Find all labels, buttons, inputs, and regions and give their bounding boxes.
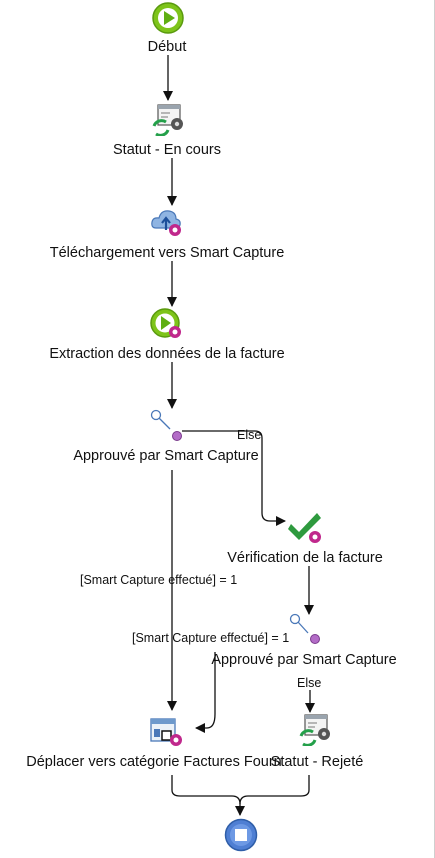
start-play-icon[interactable] [152,2,184,34]
play-process-icon[interactable] [150,308,184,340]
edge-deplacer-fin[interactable] [171,775,245,816]
status-gear-icon[interactable] [152,104,186,137]
node-label-statut-en-cours: Statut - En cours [113,142,221,158]
node-label-extraction: Extraction des données de la facture [49,346,285,362]
node-label-approuve-1: Approuvé par Smart Capture [73,448,259,464]
node-label-debut: Début [147,39,187,55]
move-category-icon[interactable] [150,714,184,748]
edge-label-else-2: Else [297,676,322,690]
node-label-approuve-2: Approuvé par Smart Capture [211,652,397,668]
status-gear-icon[interactable] [299,714,333,747]
checkmark-icon[interactable] [288,510,324,544]
edge-label-condition-2: [Smart Capture effectué] = 1 [132,631,290,645]
node-label-deplacer: Déplacer vers catégorie Factures Fourn [26,754,282,770]
node-label-statut-rejete: Statut - Rejeté [270,754,364,770]
edge-label-else-1: Else [237,428,262,442]
edge-approuve2-deplacer[interactable] [195,652,216,733]
edge-approuve1-verification[interactable] [182,430,286,526]
edge-label-condition-1: [Smart Capture effectué] = 1 [80,573,238,587]
end-stop-icon[interactable] [224,818,258,852]
decision-icon[interactable] [287,612,323,648]
node-label-verification: Vérification de la facture [227,550,383,566]
node-label-telechargement: Téléchargement vers Smart Capture [49,245,285,261]
edge-rejete-fin[interactable] [239,775,310,805]
decision-icon[interactable] [149,408,185,444]
cloud-upload-icon[interactable] [150,206,184,238]
